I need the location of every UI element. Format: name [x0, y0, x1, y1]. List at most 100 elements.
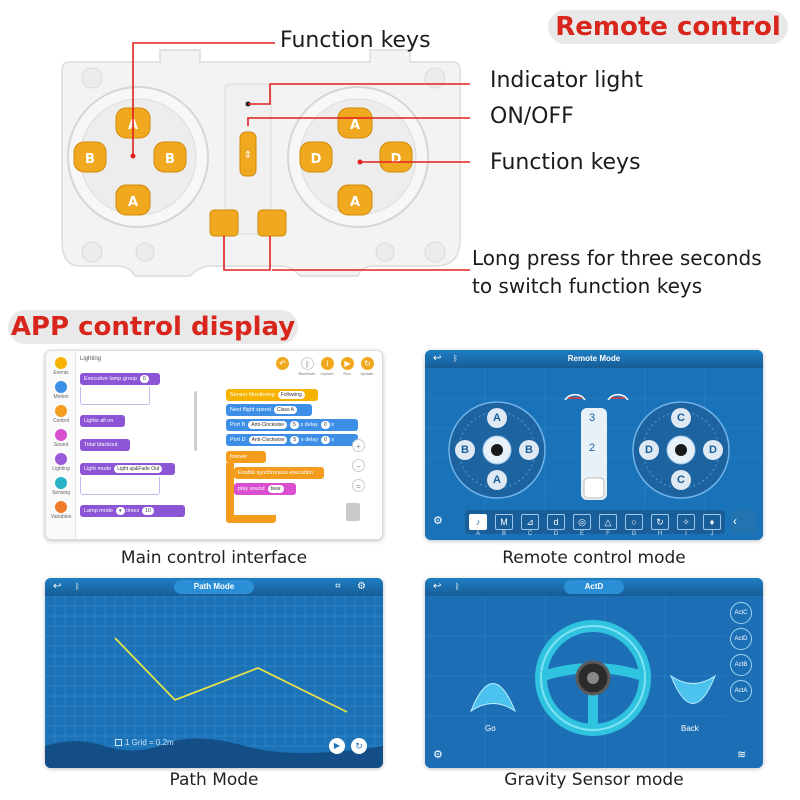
script-forever[interactable]: forever [226, 451, 266, 463]
path-line [114, 637, 348, 713]
act-button[interactable]: ActB [730, 654, 752, 676]
mode-key-row: ♪ M ⊿ d ◎ △ ○ ↻ ✧ ♦ [469, 514, 721, 530]
app-control-banner: APP control display [8, 310, 298, 344]
key-label: A [350, 195, 360, 210]
remote-controller: ⇕ A B B A A D D A [61, 42, 470, 277]
category-lighting[interactable]: Lighting [50, 453, 72, 472]
mode-key[interactable]: M [495, 514, 513, 530]
path-mode-panel: ↩ ᛒ Path Mode ⌗ ⚙ 1 Grid = 0.2m ▶ ↻ [45, 578, 383, 768]
bluetooth-icon[interactable]: ᛒ [453, 354, 458, 363]
pad-button[interactable]: C [671, 470, 691, 490]
category-sound[interactable]: Sound [50, 429, 72, 448]
act-button[interactable]: ActA [730, 680, 752, 702]
gravity-view [425, 596, 763, 768]
bluetooth-icon[interactable]: ᛒ [75, 582, 80, 591]
mode-key[interactable]: △ [599, 514, 617, 530]
category-motion[interactable]: Motion [50, 381, 72, 400]
mode-key[interactable]: ↻ [651, 514, 669, 530]
zoom-reset-icon[interactable]: = [352, 479, 365, 492]
zoom-out-icon[interactable]: − [352, 459, 365, 472]
play-icon[interactable]: ▶ [329, 738, 345, 754]
forever-arm [226, 463, 234, 521]
caption-main-control: Main control interface [120, 548, 308, 568]
mode-key[interactable]: ♪ [469, 514, 487, 530]
gravity-mode-title: ActD [564, 580, 624, 594]
block-blackout[interactable]: Total blackout [80, 439, 130, 451]
update-icon[interactable]: ↻ [361, 357, 374, 370]
crop-icon[interactable]: ⌗ [335, 581, 341, 592]
mode-key[interactable]: ⊿ [521, 514, 539, 530]
block-c-shape [80, 477, 160, 495]
pad-button[interactable]: A [487, 408, 507, 428]
key-label: A [350, 118, 360, 133]
collapse-icon[interactable]: ‹ [733, 514, 737, 528]
key-label: B [85, 152, 95, 167]
bluetooth-icon[interactable]: ᛒ [301, 357, 314, 370]
forever-foot [226, 515, 276, 523]
trash-icon[interactable] [346, 503, 360, 521]
category-control[interactable]: Control [50, 405, 72, 424]
category-variables[interactable]: Variables [50, 501, 72, 520]
callout-long-press-2: to switch function keys [472, 274, 703, 298]
category-sidebar: Events Motion Control Sound Lighting Sen… [46, 351, 76, 539]
pad-button[interactable]: B [455, 440, 475, 460]
mode-key[interactable]: ◎ [573, 514, 591, 530]
back-icon[interactable]: ↩ [433, 581, 442, 592]
pad-button[interactable]: B [519, 440, 539, 460]
svg-text:⇕: ⇕ [244, 150, 252, 161]
callout-on-off: ON/OFF [490, 104, 574, 129]
caption-remote-mode: Remote control mode [502, 548, 686, 568]
slider-mark: 3 [589, 412, 596, 424]
category-sensing[interactable]: Sensing [50, 477, 72, 496]
category-events[interactable]: Events [50, 357, 72, 376]
refresh-icon[interactable]: ↻ [351, 738, 367, 754]
pad-button[interactable]: D [639, 440, 659, 460]
remote-mode-title: Remote Mode [567, 354, 621, 363]
go-button[interactable] [471, 674, 515, 724]
info-icon[interactable]: i [321, 357, 334, 370]
act-button[interactable]: ActC [730, 602, 752, 624]
palette-scrollbar[interactable] [194, 391, 197, 451]
pad-button[interactable]: A [487, 470, 507, 490]
zoom-in-icon[interactable]: + [352, 439, 365, 452]
main-control-panel: Events Motion Control Sound Lighting Sen… [45, 350, 383, 540]
caption-gravity-mode: Gravity Sensor mode [504, 770, 684, 790]
key-label: D [311, 152, 322, 167]
mode-key-letters: A B C D E F G H I J [475, 531, 714, 537]
block-c-shape [80, 387, 150, 405]
key-label: A [128, 195, 138, 210]
toolbar-label: Update [360, 371, 374, 376]
settings-icon[interactable]: ⚙ [433, 749, 443, 761]
path-canvas[interactable] [45, 596, 383, 768]
key-label: B [165, 152, 175, 167]
bluetooth-icon[interactable]: ᛒ [455, 582, 460, 591]
script-sync-exec[interactable]: Enable synchronous execution [234, 467, 324, 479]
mode-key[interactable]: d [547, 514, 565, 530]
settings-icon[interactable]: ⚙ [433, 515, 443, 527]
toolbar-label: Bluetooth [298, 371, 316, 376]
mode-key[interactable]: ♦ [703, 514, 721, 530]
back-button[interactable] [671, 674, 715, 724]
pad-button[interactable]: C [671, 408, 691, 428]
mode-key[interactable]: ○ [625, 514, 643, 530]
pad-button[interactable]: D [703, 440, 723, 460]
back-icon[interactable]: ↩ [433, 353, 442, 364]
mode-key[interactable]: ✧ [677, 514, 695, 530]
layers-icon[interactable]: ≋ [737, 749, 747, 761]
act-button[interactable]: ActD [730, 628, 752, 650]
back-icon[interactable]: ↩ [53, 581, 62, 592]
settings-icon[interactable]: ⚙ [357, 581, 366, 592]
speed-slider[interactable] [581, 408, 607, 500]
block-lights-on[interactable]: Lights all on [80, 415, 125, 427]
run-icon[interactable]: ▶ [341, 357, 354, 370]
back-icon[interactable]: ↶ [276, 357, 289, 370]
grid-scale-label: 1 Grid = 0.2m [115, 738, 174, 747]
